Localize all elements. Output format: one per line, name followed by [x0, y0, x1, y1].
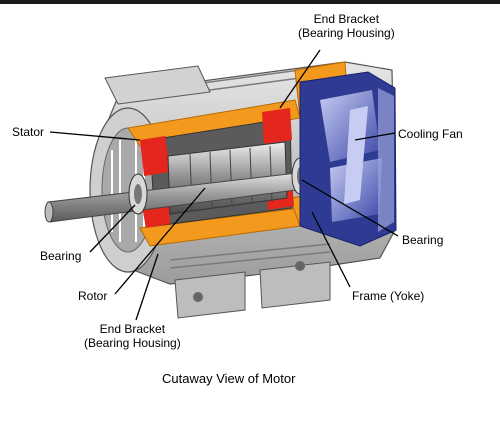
label-rotor: Rotor [78, 289, 108, 303]
leader-stator [49, 131, 141, 141]
label-end-bracket-bottom-line2: (Bearing Housing) [84, 336, 181, 350]
label-bearing-left: Bearing [40, 249, 82, 263]
label-end-bracket-bottom-line1: End Bracket [99, 322, 166, 336]
leader-lines [49, 49, 399, 321]
top-border [0, 0, 500, 4]
label-bearing-right: Bearing [402, 233, 444, 247]
bearing-front [128, 173, 148, 215]
leader-frame [311, 211, 351, 288]
leader-bearing-left [89, 204, 136, 253]
leader-bearing-right [301, 179, 399, 237]
diagram-caption: Cutaway View of Motor [162, 371, 296, 386]
label-cooling-fan: Cooling Fan [398, 127, 463, 141]
label-stator: Stator [12, 125, 45, 139]
leader-end-bracket-bottom [135, 253, 159, 321]
motor-feet [174, 261, 331, 319]
leader-cooling-fan [354, 132, 396, 141]
label-end-bracket-top-line1: End Bracket [313, 12, 380, 26]
label-end-bracket-top-line2: (Bearing Housing) [298, 26, 395, 40]
label-frame: Frame (Yoke) [352, 289, 425, 303]
cooling-fan [299, 71, 397, 247]
label-end-bracket-top: End Bracket (Bearing Housing) [298, 12, 395, 40]
leader-rotor [114, 187, 206, 295]
leader-end-bracket-top [279, 49, 321, 109]
label-end-bracket-bottom: End Bracket (Bearing Housing) [84, 322, 181, 350]
